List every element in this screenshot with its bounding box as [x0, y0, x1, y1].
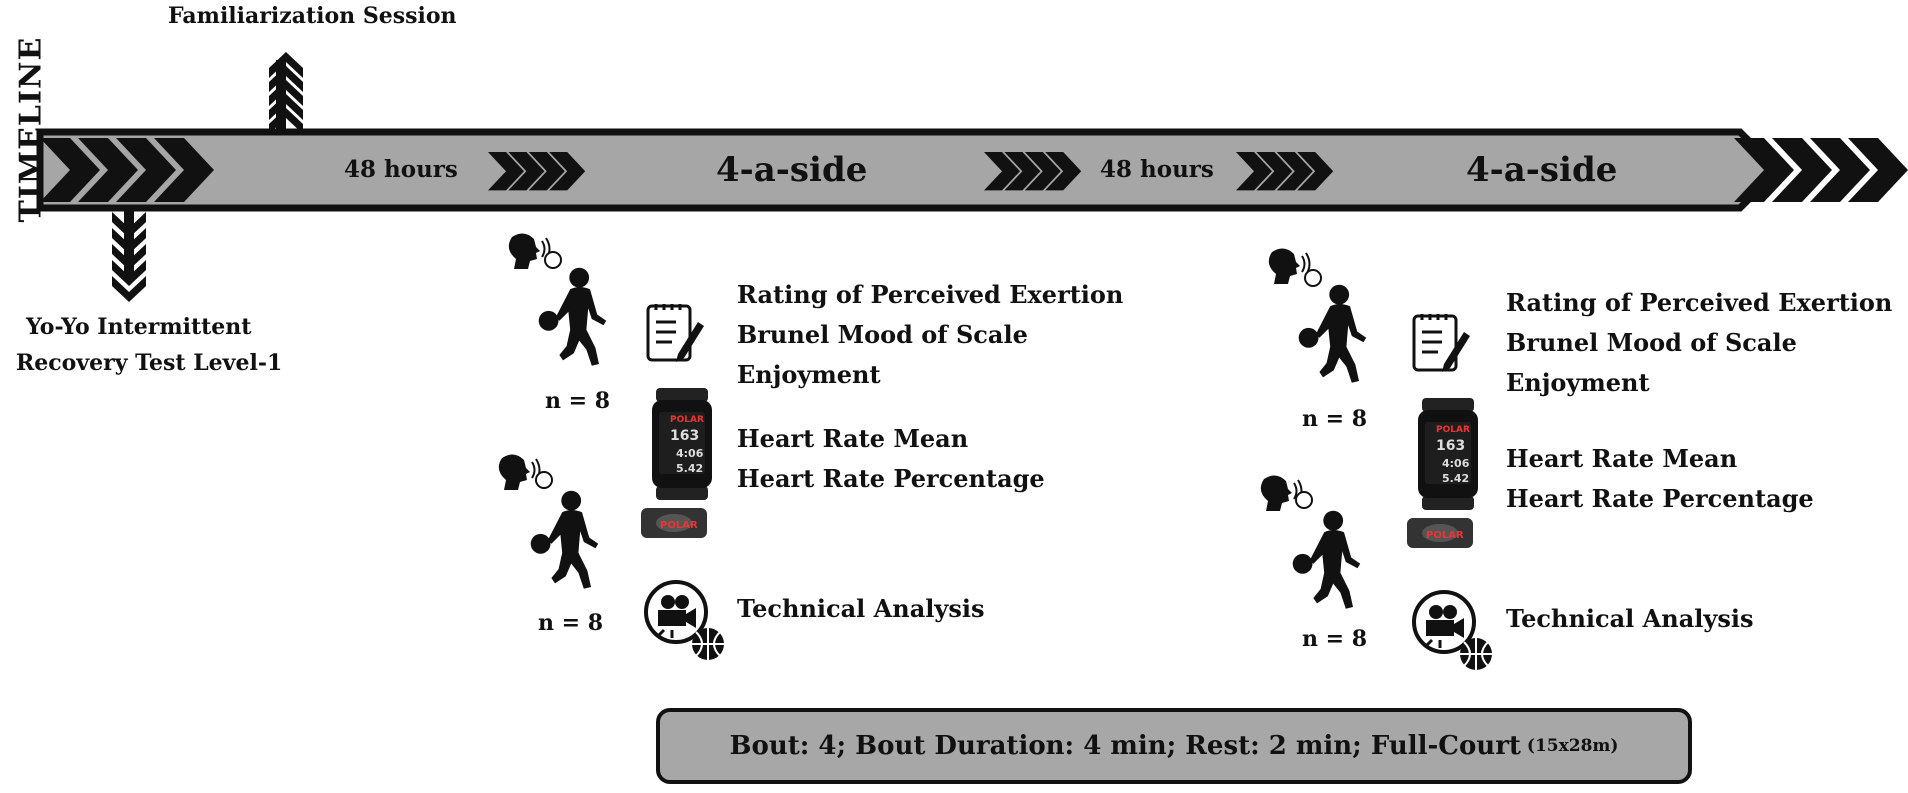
court-dimensions: (15x28m)	[1526, 736, 1619, 756]
speaker-icon	[1259, 474, 1303, 512]
speaker-icon	[497, 453, 541, 491]
player-icon	[538, 267, 607, 366]
rest-period-label: 48 hours	[1100, 156, 1214, 183]
measure-rpe: Rating of Perceived Exertion	[1506, 288, 1893, 317]
measure-hr-mean: Heart Rate Mean	[737, 424, 969, 453]
strap-brand: POLAR	[1426, 530, 1464, 541]
camera-icon	[644, 580, 726, 662]
familiarization-up-arrow	[269, 52, 303, 134]
watch-value-3: 5.42	[676, 462, 703, 475]
timeline-label: TIMELINE	[13, 36, 49, 223]
minus-circle-icon	[1304, 269, 1322, 287]
measure-hr-percentage: Heart Rate Percentage	[1506, 484, 1814, 513]
group-count: n = 8	[538, 610, 604, 636]
familiarization-label: Familiarization Session	[168, 3, 457, 29]
watch-value-1: 163	[670, 428, 699, 444]
session-label: 4-a-side	[716, 150, 868, 190]
watch-icon	[1418, 398, 1478, 510]
yoyo-down-arrow	[112, 208, 146, 302]
watch-brand: POLAR	[1436, 425, 1470, 435]
yoyo-label-line1: Yo-Yo Intermittent	[26, 314, 252, 340]
watch-value-3: 5.42	[1442, 472, 1469, 485]
session-label: 4-a-side	[1466, 150, 1618, 190]
measure-hr-mean: Heart Rate Mean	[1506, 444, 1738, 473]
measure-mood: Brunel Mood of Scale	[1506, 328, 1797, 357]
measure-mood: Brunel Mood of Scale	[737, 320, 1028, 349]
measure-technical: Technical Analysis	[1506, 604, 1754, 633]
watch-value-2: 4:06	[676, 447, 704, 460]
player-icon	[1298, 284, 1367, 383]
watch-value-1: 163	[1436, 438, 1465, 454]
group-count: n = 8	[545, 388, 611, 414]
group-count: n = 8	[1302, 406, 1368, 432]
clipboard-icon	[1412, 312, 1472, 374]
yoyo-label-line2: Recovery Test Level-1	[16, 350, 283, 376]
camera-icon	[1412, 590, 1494, 672]
group-count: n = 8	[1302, 626, 1368, 652]
measure-technical: Technical Analysis	[737, 594, 985, 623]
plus-circle-icon	[544, 251, 562, 269]
minus-circle-icon	[535, 471, 553, 489]
rest-period-label: 48 hours	[344, 156, 458, 183]
speaker-icon	[507, 232, 551, 270]
clipboard-icon	[646, 302, 706, 364]
watch-icon	[652, 388, 712, 500]
protocol-text: Bout: 4; Bout Duration: 4 min; Rest: 2 m…	[729, 731, 1521, 761]
speaker-icon	[1267, 247, 1311, 285]
measure-enjoyment: Enjoyment	[1506, 368, 1650, 397]
measure-rpe: Rating of Perceived Exertion	[737, 280, 1124, 309]
strap-brand: POLAR	[660, 520, 698, 531]
watch-brand: POLAR	[670, 415, 704, 425]
player-icon	[530, 490, 599, 589]
watch-value-2: 4:06	[1442, 457, 1470, 470]
player-icon	[1292, 510, 1361, 609]
measure-enjoyment: Enjoyment	[737, 360, 881, 389]
measure-hr-percentage: Heart Rate Percentage	[737, 464, 1045, 493]
plus-circle-icon	[1295, 491, 1313, 509]
protocol-box: Bout: 4; Bout Duration: 4 min; Rest: 2 m…	[656, 708, 1692, 784]
